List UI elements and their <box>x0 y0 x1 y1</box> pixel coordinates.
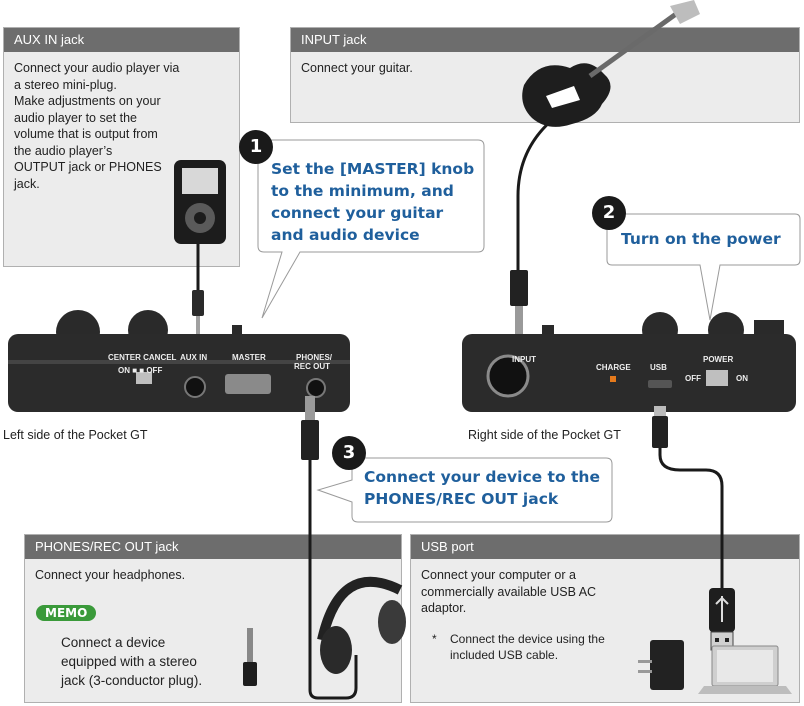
usb-note-mark: * <box>432 632 437 646</box>
input-jack-description: Connect your guitar. <box>301 61 413 75</box>
right-label-power: POWER <box>703 355 733 364</box>
usb-connector-icon <box>709 588 735 651</box>
step2-line: Turn on the power <box>621 230 781 248</box>
headphones-icon <box>317 576 406 674</box>
guitar-plug-icon <box>510 270 528 342</box>
aux-in-line: Connect your audio player via <box>14 61 180 75</box>
step1-line: connect your guitar <box>271 204 444 222</box>
right-label-charge: CHARGE <box>596 363 631 372</box>
usb-port-description: Connect your computer or a commercially … <box>411 559 799 625</box>
input-jack-title: INPUT jack <box>291 28 799 52</box>
ac-adaptor-icon <box>638 640 684 690</box>
step1-text: Set the [MASTER] knob to the minimum, an… <box>271 158 474 246</box>
mini-plug-icon <box>192 290 204 338</box>
left-label-rec-out: REC OUT <box>294 362 330 371</box>
phones-rec-out-title: PHONES/REC OUT jack <box>25 535 401 559</box>
step3-text: Connect your device to the PHONES/REC OU… <box>364 466 600 510</box>
step3-callout <box>316 457 613 523</box>
step3-line: Connect your device to the <box>364 468 600 486</box>
guitar-icon <box>522 0 700 127</box>
aux-in-line: a stereo mini-plug. <box>14 77 117 92</box>
usb-cable <box>658 448 724 588</box>
right-device: INPUT CHARGE USB POWER OFF ON <box>462 312 796 412</box>
step1-line: and audio device <box>271 226 420 244</box>
left-label-master: MASTER <box>232 353 266 362</box>
step1-callout <box>257 139 485 319</box>
usb-note: * Connect the device using the included … <box>432 631 605 663</box>
right-device-caption: Right side of the Pocket GT <box>468 428 621 442</box>
step1-line: to the minimum, and <box>271 182 454 200</box>
aux-in-line: audio player to set the <box>14 110 137 125</box>
right-label-input: INPUT <box>512 355 536 364</box>
memo-line: Connect a device <box>61 635 166 650</box>
audio-player-icon <box>174 160 226 244</box>
left-label-aux-in: AUX IN <box>180 353 207 362</box>
step1-line: Set the [MASTER] knob <box>271 160 475 178</box>
memo-text: Connect a device equipped with a stereo … <box>61 633 202 690</box>
laptop-icon <box>698 645 792 694</box>
stereo-jack-icon <box>243 628 257 686</box>
left-device: CENTER CANCEL ON ■ ■ OFF AUX IN MASTER P… <box>8 310 350 412</box>
usb-port-title: USB port <box>411 535 799 559</box>
step-badge-1: 1 <box>239 130 273 164</box>
usb-line: Connect your computer or a <box>421 568 576 582</box>
aux-in-line: Make adjustments on your <box>14 94 161 108</box>
step2-callout <box>606 213 801 321</box>
left-label-phones: PHONES/ <box>296 353 333 362</box>
step-badge-2: 2 <box>592 196 626 230</box>
aux-in-line: OUTPUT jack or PHONES <box>14 160 162 174</box>
memo-line: jack (3-conductor plug). <box>61 673 203 688</box>
headphone-cable <box>308 460 358 700</box>
phones-rec-out-description: Connect your headphones. <box>35 568 186 582</box>
aux-in-panel: AUX IN jack Connect your audio player vi… <box>3 27 240 267</box>
left-device-caption: Left side of the Pocket GT <box>3 428 148 442</box>
aux-in-description: Connect your audio player via a stereo m… <box>4 52 239 200</box>
memo-badge: MEMO <box>36 605 97 621</box>
step2-text: Turn on the power <box>621 228 781 250</box>
right-label-off: OFF <box>685 374 701 383</box>
right-label-on: ON <box>736 374 748 383</box>
aux-in-line: jack. <box>14 176 40 191</box>
usb-note-line: Connect the device using the <box>450 632 605 646</box>
step3-line: PHONES/REC OUT jack <box>364 490 559 508</box>
aux-in-line: volume that is output from <box>14 127 158 141</box>
usb-line: adaptor. <box>421 601 467 615</box>
left-label-center-cancel: CENTER CANCEL <box>108 353 177 362</box>
usb-line: commercially available USB AC <box>421 584 597 599</box>
left-label-on-off: ON ■ ■ OFF <box>118 366 162 375</box>
guitar-cable <box>516 118 553 270</box>
aux-in-line: the audio player’s <box>14 143 113 158</box>
right-label-usb: USB <box>650 363 667 372</box>
aux-in-title: AUX IN jack <box>4 28 239 52</box>
step-badge-3: 3 <box>332 436 366 470</box>
headphone-plug-icon <box>301 396 319 460</box>
usb-note-line: included USB cable. <box>450 648 559 662</box>
usb-plug-icon <box>652 406 668 448</box>
memo-line: equipped with a stereo <box>61 654 197 669</box>
